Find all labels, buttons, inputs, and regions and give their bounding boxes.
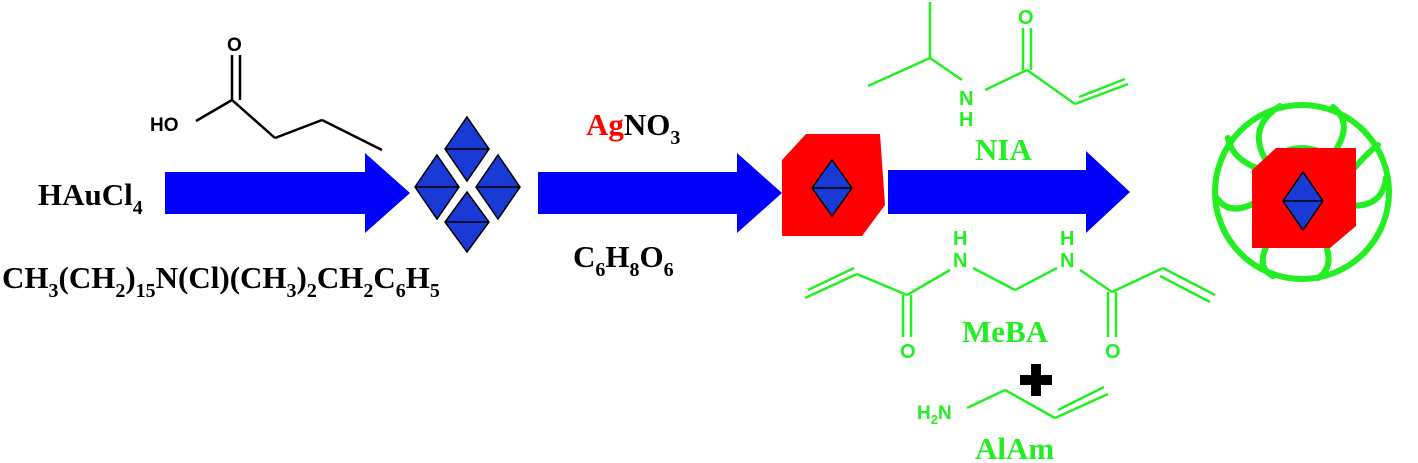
polymer-shell-particle [1212,102,1392,282]
formula-part: O [640,239,664,274]
reaction-arrow-2 [538,153,782,233]
formula-part: 15 [136,280,156,302]
nipam-nitrogen: N [959,88,973,110]
mba-oxygen-1: O [900,341,916,363]
formula-part: ) [297,260,307,295]
formula-part: 2 [363,280,373,302]
gold-nanoparticles [414,115,521,254]
formula-part: 6 [396,280,406,302]
formula-part: 8 [630,259,640,281]
gold-octahedron-bottom [444,190,490,254]
mba-nitrogen-2: N [1060,250,1074,272]
gold-core [811,158,853,218]
gold-octahedron-left [414,153,460,221]
nipam-label: NIA [975,132,1032,167]
gold-precursor-label: HAuCl4 [38,177,143,219]
formula-part: 6 [664,259,674,281]
nipam-hydrogen: H [959,109,973,131]
formula-part: C [573,239,595,274]
mba-nitrogen-1: N [953,250,967,272]
mba-hydrogen-1: H [953,228,967,250]
allylamine-amine: H2N [917,403,952,427]
butanoic-acid-structure [195,55,383,152]
butanoic-acid-carbonyl-oxygen: O [227,35,242,56]
formula-part: (CH [59,260,116,295]
formula-part: CH [2,260,49,295]
formula-part: C [373,260,395,295]
formula-part: ) [125,260,135,295]
formula-part: 6 [595,259,605,281]
mba-label: MeBA [962,314,1049,349]
gold-octahedron-top [444,115,490,183]
nipam-oxygen: O [1018,7,1034,29]
formula-part: H [605,239,629,274]
reaction-arrow-3 [888,151,1130,233]
plus-icon [1020,364,1052,396]
mba-structure [804,266,1216,337]
formula-part: 5 [430,280,440,302]
surfactant-formula: CH3(CH2)15N(Cl)(CH3)2CH2C6H5 [2,260,440,302]
ascorbic-acid-formula: C6H8O6 [573,239,674,281]
formula-part: H [406,260,430,295]
formula-part: CH [317,260,364,295]
allylamine-label: AlAm [975,431,1054,463]
formula-part: 2 [115,280,125,302]
au-ag-core-shell-particle [782,134,885,236]
mba-hydrogen-2: H [1060,228,1074,250]
butanoic-acid-hydroxyl: HO [150,115,179,136]
nipam-structure [867,2,1129,106]
reaction-arrow-1 [165,153,410,233]
allylamine-structure [966,385,1109,420]
formula-part: 2 [307,280,317,302]
formula-part: N(Cl)(CH [156,260,287,295]
formula-part: 3 [49,280,59,302]
gold-octahedron-right [475,153,521,221]
mba-oxygen-2: O [1105,341,1121,363]
product-gold-core [1282,170,1324,232]
silver-nitrate-label: AgNO3 [586,107,680,149]
formula-part: 3 [287,280,297,302]
